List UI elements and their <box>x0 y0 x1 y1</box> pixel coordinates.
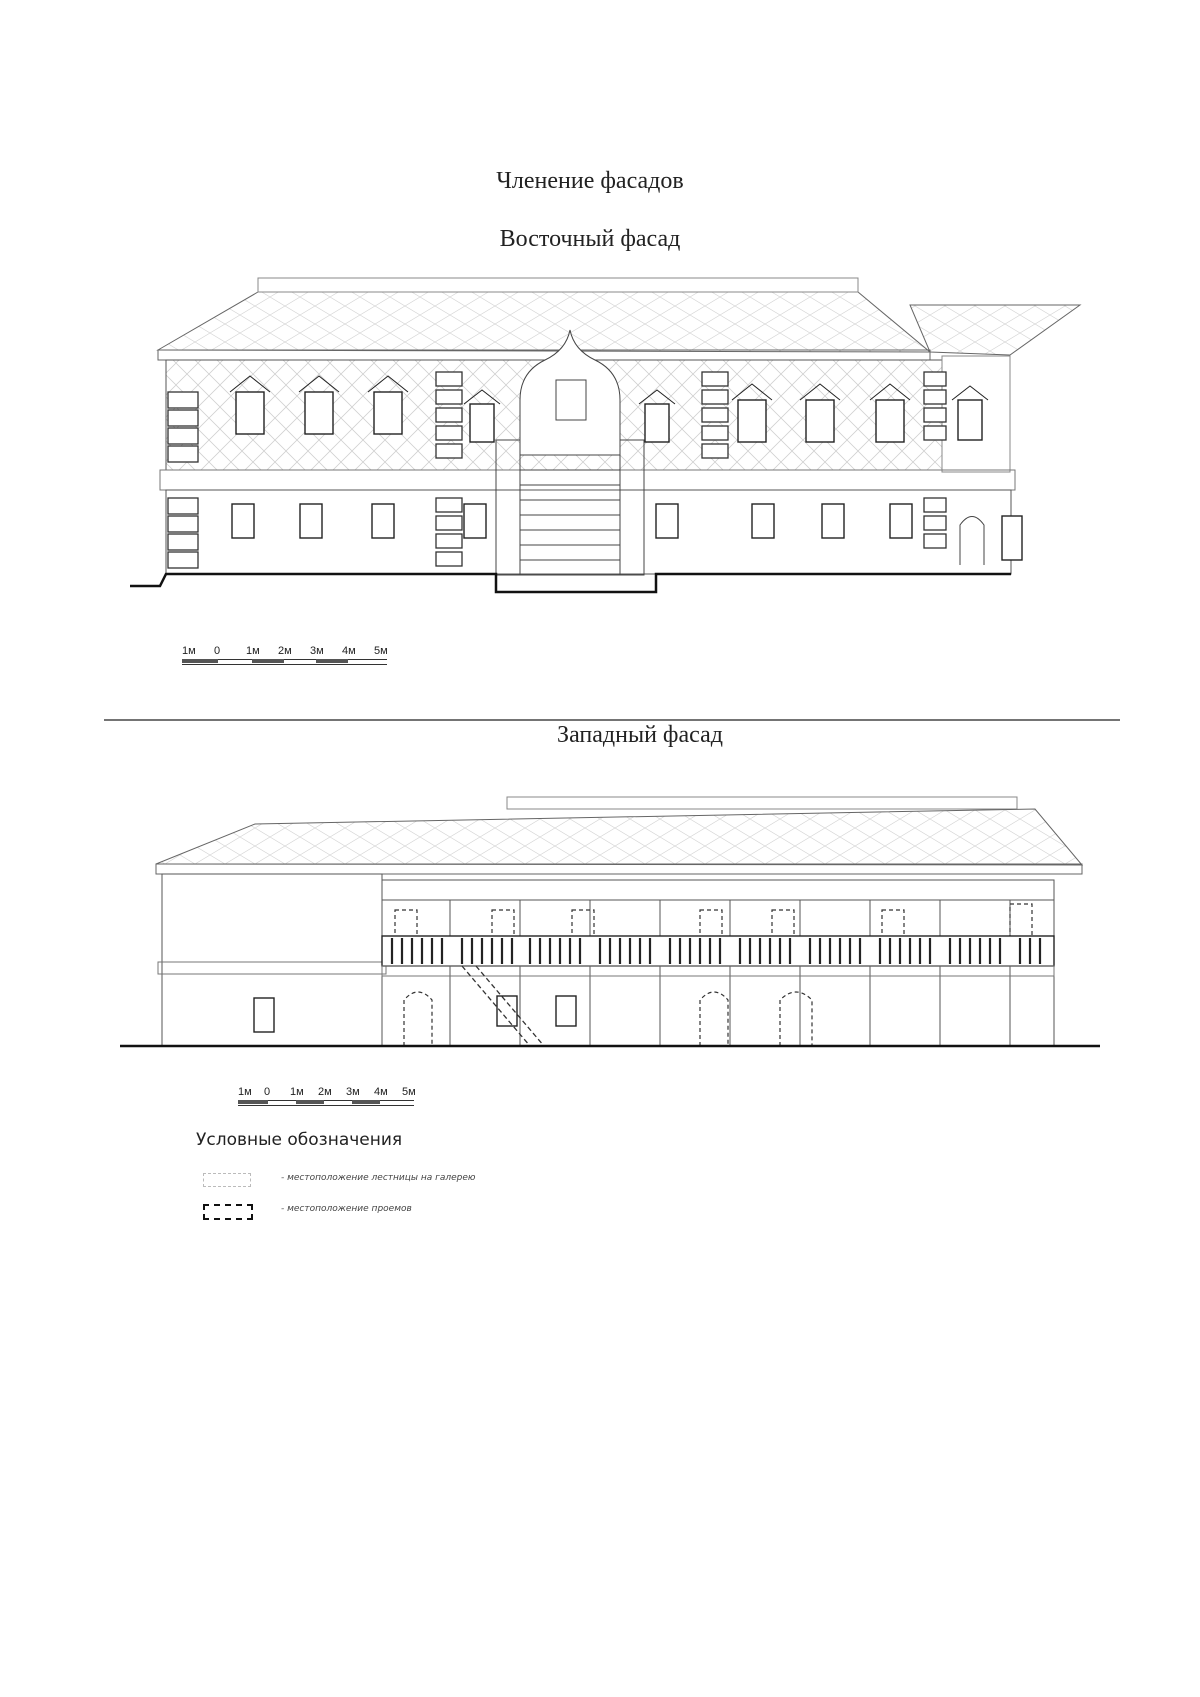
west-staircase <box>461 965 545 1047</box>
east-facade <box>130 277 1082 594</box>
west-ridge <box>506 796 1018 810</box>
west-upper-openings <box>394 903 1033 939</box>
scale-bar-line <box>182 659 387 665</box>
east-string-course <box>159 469 1016 491</box>
scale-label: 1м <box>290 1086 304 1098</box>
scale-label: 5м <box>402 1086 416 1098</box>
scale-label: 4м <box>342 645 356 657</box>
west-balustrade <box>381 935 1055 967</box>
drawing-title: Членение фасадов <box>496 168 684 194</box>
scale-label: 1м <box>238 1086 252 1098</box>
east-ridge <box>257 277 859 293</box>
scale-label: 2м <box>318 1086 332 1098</box>
west-left-window <box>253 997 275 1033</box>
scale-label: 0 <box>264 1086 271 1098</box>
scale-segment <box>182 659 218 663</box>
west-facade <box>120 796 1100 1048</box>
east-roof <box>156 291 932 353</box>
west-left-block <box>161 873 383 1047</box>
scale-label: 4м <box>374 1086 388 1098</box>
scale-segment <box>352 1100 380 1104</box>
east-upper-windows <box>235 391 983 443</box>
legend-title: Условные обозначения <box>196 1130 403 1150</box>
east-lower-storey <box>165 489 1012 575</box>
scale-label: 1м <box>246 645 260 657</box>
scale-segment <box>296 1100 324 1104</box>
scale-segment <box>316 659 348 663</box>
legend-text: - местоположение проемов <box>281 1204 412 1214</box>
east-lower-windows <box>231 503 1023 561</box>
scale-label: 1м <box>182 645 196 657</box>
scale-label: 5м <box>374 645 388 657</box>
west-roof <box>155 808 1084 866</box>
west-facade-title: Западный фасад <box>557 722 723 748</box>
scale-segment <box>238 1100 268 1104</box>
scale-bar-line <box>238 1100 414 1106</box>
east-porch <box>495 329 645 576</box>
scale-segment <box>252 659 284 663</box>
east-quoins <box>167 371 947 569</box>
scale-label: 3м <box>310 645 324 657</box>
legend-text: - местоположение лестницы на галерею <box>281 1173 476 1183</box>
scale-label: 3м <box>346 1086 360 1098</box>
west-balusters <box>390 938 1042 964</box>
west-lower-openings <box>403 991 813 1046</box>
east-facade-title: Восточный фасад <box>499 226 681 252</box>
west-gallery-posts <box>449 900 1011 1046</box>
scale-label: 2м <box>278 645 292 657</box>
legend-swatch-light-dashed <box>203 1173 251 1187</box>
legend-swatch-dark-dashed <box>203 1204 253 1220</box>
east-annex-roof <box>909 304 1082 356</box>
scale-label: 0 <box>214 645 221 657</box>
east-ground-line <box>130 572 1011 594</box>
east-annex-door <box>959 516 985 565</box>
